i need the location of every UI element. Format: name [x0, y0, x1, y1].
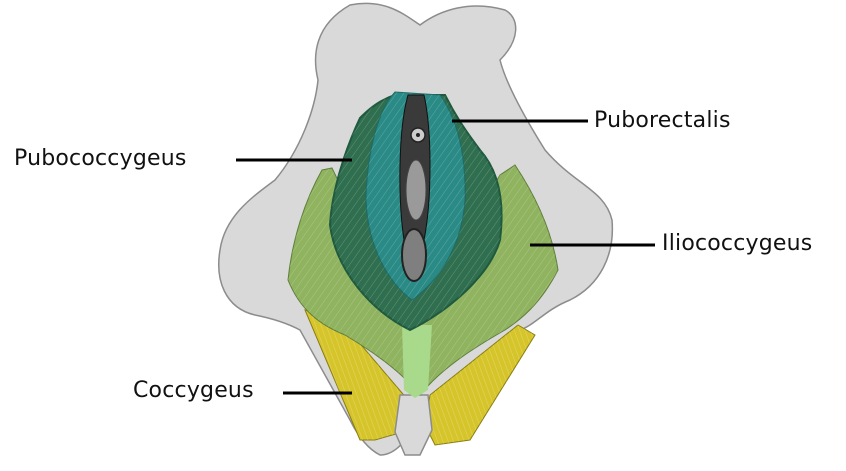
label-iliococcygeus: Iliococcygeus — [662, 231, 812, 256]
urethra-lumen — [416, 133, 420, 137]
label-puborectalis: Puborectalis — [594, 108, 731, 133]
label-pubococcygeus: Pubococcygeus — [14, 146, 187, 171]
vaginal-canal — [406, 160, 426, 220]
anococcygeal-raphe — [402, 325, 432, 398]
label-coccygeus: Coccygeus — [133, 378, 254, 403]
coccyx — [395, 395, 432, 455]
anal-canal — [402, 229, 426, 281]
